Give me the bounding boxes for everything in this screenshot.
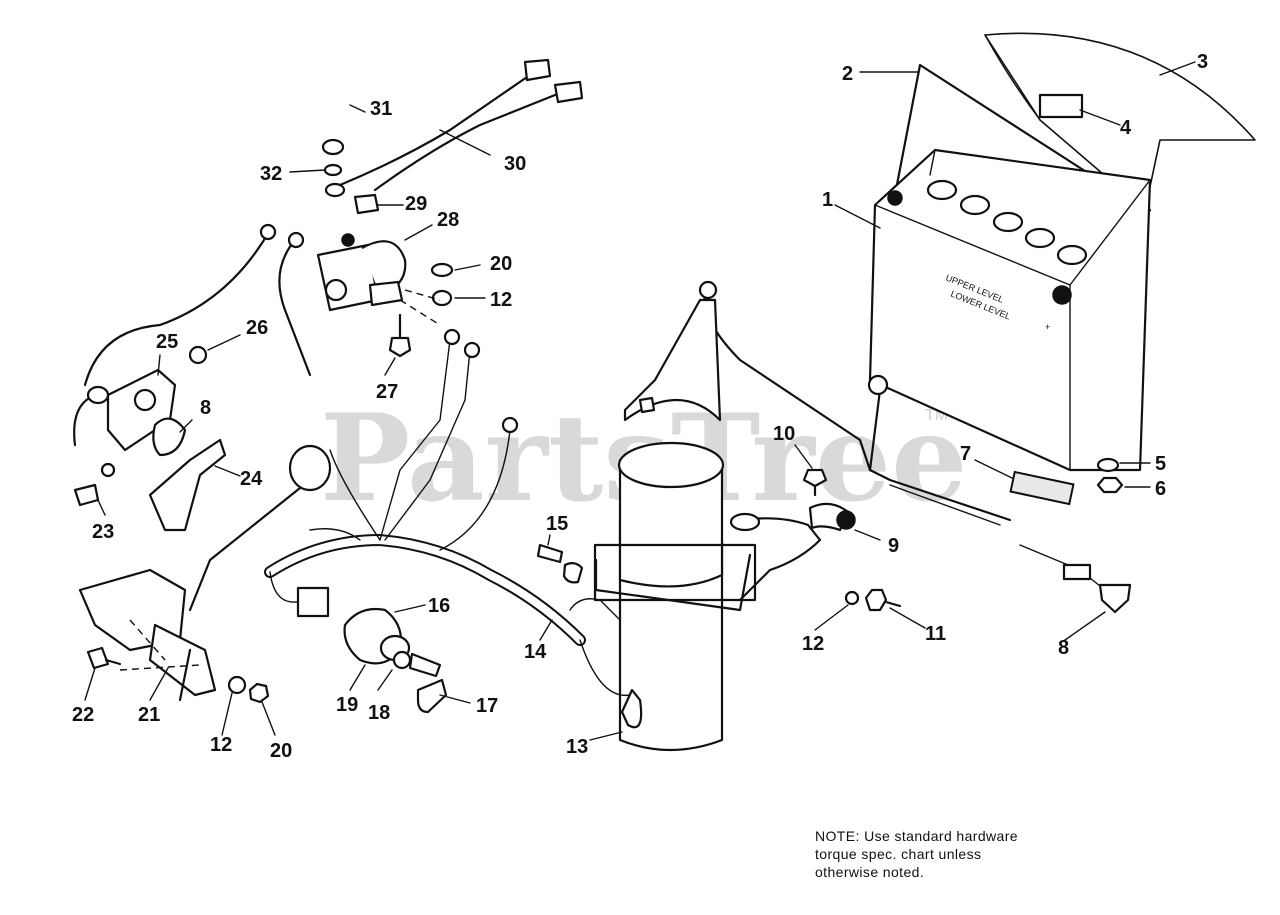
terminal-15-nut <box>562 561 584 584</box>
positive-cable-eyelet <box>867 374 889 396</box>
nut-18 <box>392 650 412 670</box>
callout-12-top: 12 <box>490 289 512 311</box>
note-line-2: torque spec. chart unless <box>815 846 982 862</box>
callout-5: 5 <box>1155 453 1166 475</box>
callout-20-top: 20 <box>490 253 512 275</box>
harness-connector <box>296 586 330 618</box>
callout-13: 13 <box>566 736 588 758</box>
wire-30-b <box>373 93 557 192</box>
wire-30-eyelet <box>324 182 346 198</box>
switch-8-left <box>152 417 187 457</box>
wire-30-a <box>338 73 532 187</box>
starter-motor <box>593 298 757 752</box>
connector-8 <box>1062 563 1092 581</box>
note-line-1: NOTE: Use standard hardware <box>815 828 1018 844</box>
ground-cable-eyelet <box>698 280 718 300</box>
lever-rod <box>188 486 302 612</box>
callout-9: 9 <box>888 535 899 557</box>
key-17-fob <box>416 678 448 714</box>
terminal-15 <box>536 543 564 564</box>
harness-eyelet-1 <box>443 328 461 346</box>
key-17 <box>408 652 442 678</box>
callout-16: 16 <box>428 595 450 617</box>
callout-24: 24 <box>240 468 263 490</box>
washer-12-top <box>431 289 453 307</box>
harness-eyelet-2 <box>463 341 481 359</box>
callout-2: 2 <box>842 63 853 85</box>
callout-10: 10 <box>773 423 795 445</box>
callout-15: 15 <box>546 513 568 535</box>
callout-labels: 1 2 3 4 5 6 7 8 8 9 10 11 12 12 12 13 14… <box>72 51 1208 762</box>
callout-27: 27 <box>376 381 398 403</box>
callout-23: 23 <box>92 521 114 543</box>
callout-12-left: 12 <box>210 734 232 756</box>
nut-6 <box>1096 476 1124 494</box>
wire-30-connector-b <box>553 80 584 104</box>
callout-12-right: 12 <box>802 633 824 655</box>
battery-plus: + <box>1045 322 1050 332</box>
callout-4: 4 <box>1120 117 1132 139</box>
callout-21: 21 <box>138 704 160 726</box>
solenoid <box>316 233 407 312</box>
callout-6: 6 <box>1155 478 1166 500</box>
wire-30-connector-a <box>523 58 552 82</box>
nut-20-top <box>430 262 454 278</box>
solenoid-cable-middle <box>278 238 312 377</box>
callout-1: 1 <box>822 189 833 211</box>
callout-11: 11 <box>925 623 946 645</box>
washer-5 <box>1096 457 1120 473</box>
nut-31 <box>321 138 345 156</box>
battery-pad <box>1009 470 1075 506</box>
callout-8-left: 8 <box>200 397 211 419</box>
callout-18: 18 <box>368 702 390 724</box>
callout-20-left: 20 <box>270 740 292 762</box>
callout-17: 17 <box>476 695 498 717</box>
bolt-11-shank <box>884 600 902 608</box>
starter-cable-boot <box>729 512 761 532</box>
bolt-10 <box>802 468 828 488</box>
bracket-24 <box>148 438 227 532</box>
callout-31: 31 <box>370 98 392 120</box>
terminal-29 <box>353 193 380 215</box>
cover-strap <box>1038 93 1084 119</box>
starter-bolt <box>638 396 656 414</box>
positive-cable <box>868 388 1012 522</box>
wire-harness <box>264 339 631 697</box>
callout-14: 14 <box>524 641 547 663</box>
callout-3: 3 <box>1197 51 1208 73</box>
callout-19: 19 <box>336 694 358 716</box>
callout-30: 30 <box>504 153 526 175</box>
lever-knob <box>288 444 332 492</box>
callout-22: 22 <box>72 704 94 726</box>
hardware-note: NOTE: Use standard hardware torque spec.… <box>815 827 1095 881</box>
starter-cable <box>738 517 822 602</box>
callout-7: 7 <box>960 443 971 465</box>
washer-12-left <box>227 675 247 695</box>
callout-8-right: 8 <box>1058 637 1069 659</box>
leader-lines <box>84 61 1196 741</box>
switch-8-right <box>1098 583 1132 614</box>
bolt-22 <box>86 646 110 670</box>
washer-32 <box>323 163 343 177</box>
bracket-21-arm <box>148 623 217 697</box>
washer-12-right <box>844 590 860 606</box>
callout-26: 26 <box>246 317 268 339</box>
battery-cover <box>984 32 1256 211</box>
callout-25: 25 <box>156 331 178 353</box>
solenoid-cable-left <box>83 228 272 387</box>
clamp-9-screw <box>836 510 856 530</box>
note-line-3: otherwise noted. <box>815 864 925 880</box>
callout-28: 28 <box>437 209 459 231</box>
bolt-11-head <box>864 588 888 612</box>
bolt-23 <box>73 483 100 507</box>
nut-20-left <box>248 682 270 704</box>
callout-32: 32 <box>260 163 282 185</box>
screw-27 <box>388 336 412 358</box>
washer-left <box>100 462 116 478</box>
callout-29: 29 <box>405 193 427 215</box>
lockwasher-26 <box>188 345 208 365</box>
